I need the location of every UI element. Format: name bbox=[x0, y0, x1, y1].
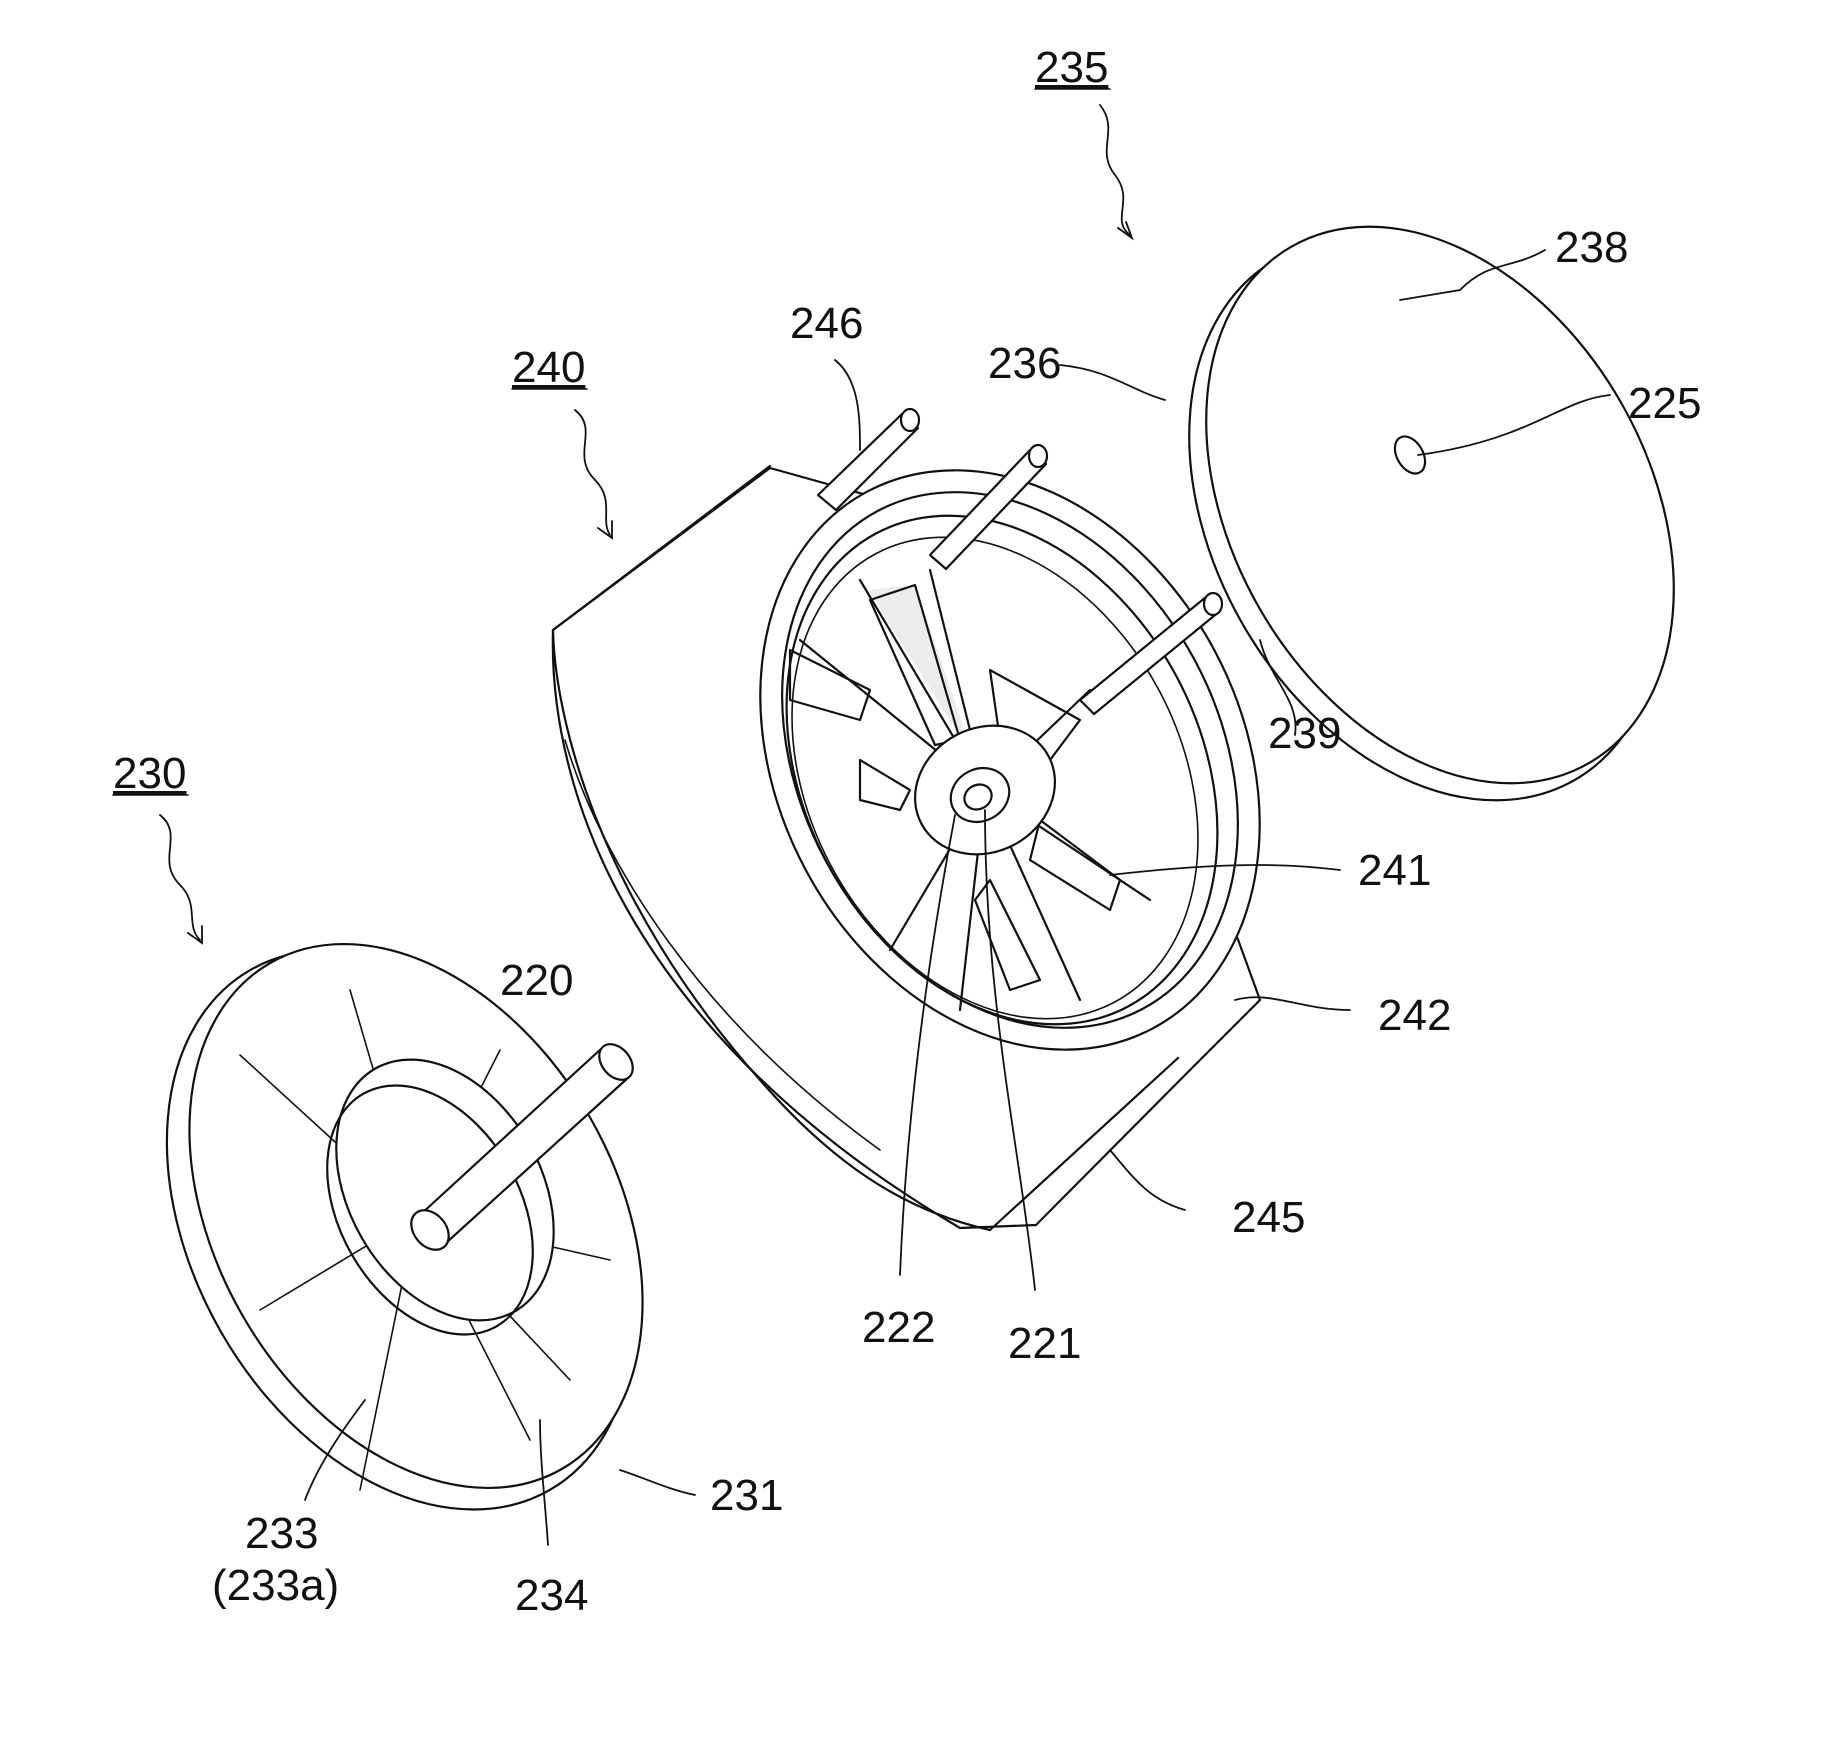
label-246: 246 bbox=[790, 299, 863, 348]
label-220: 220 bbox=[500, 956, 573, 1005]
label-233: 233 bbox=[245, 1509, 318, 1558]
label-234: 234 bbox=[515, 1571, 588, 1620]
label-241: 241 bbox=[1358, 846, 1431, 895]
rotor-disc-230 bbox=[72, 863, 736, 1593]
label-242: 242 bbox=[1378, 991, 1451, 1040]
label-231: 231 bbox=[710, 1471, 783, 1520]
label-239: 239 bbox=[1268, 709, 1341, 758]
label-238: 238 bbox=[1555, 223, 1628, 272]
label-233a: (233a) bbox=[212, 1561, 339, 1610]
label-225: 225 bbox=[1628, 379, 1701, 428]
label-245: 245 bbox=[1232, 1193, 1305, 1242]
label-236: 236 bbox=[988, 339, 1061, 388]
label-230: 230 bbox=[113, 749, 186, 798]
label-240: 240 bbox=[512, 343, 585, 392]
label-235: 235 bbox=[1035, 43, 1108, 92]
label-222: 222 bbox=[862, 1303, 935, 1352]
label-221: 221 bbox=[1008, 1319, 1081, 1368]
